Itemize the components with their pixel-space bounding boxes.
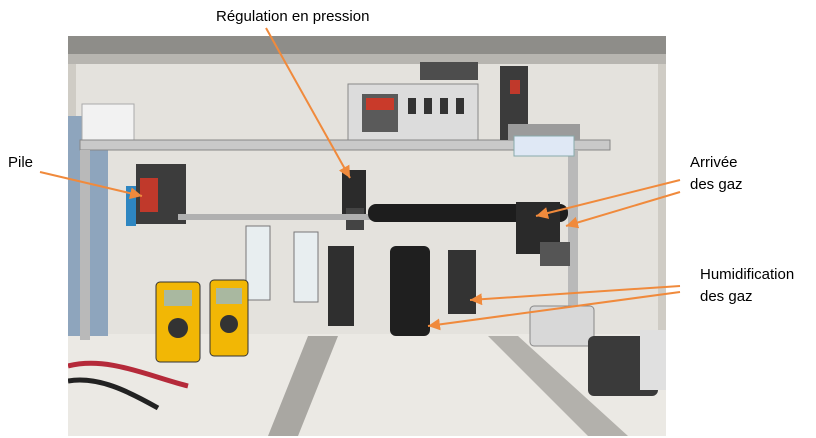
label-pile: Pile	[8, 154, 34, 171]
test-bench-illustration	[68, 36, 666, 436]
test-bench-photo	[68, 36, 666, 436]
label-arrivee-line1: Arrivée	[690, 154, 738, 171]
label-arrivee-line2: des gaz	[690, 176, 743, 193]
label-humid-line1: Humidification	[700, 266, 795, 283]
label-regulation: Régulation en pression	[216, 8, 370, 25]
label-humid-line2: des gaz	[700, 288, 753, 305]
